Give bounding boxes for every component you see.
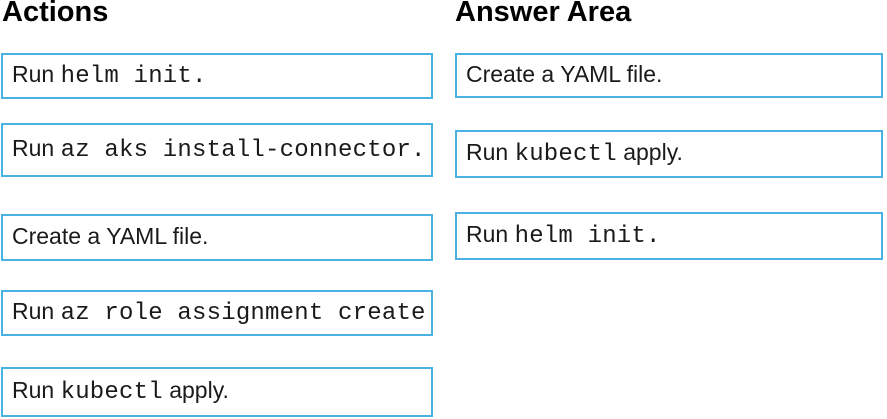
answer-card-run-kubectl-apply[interactable]: Run kubectl apply. xyxy=(455,130,883,178)
action-card-run-helm-init[interactable]: Run helm init. xyxy=(1,53,433,99)
card-code: az role assignment create xyxy=(60,300,426,327)
card-text: Create a YAML file. xyxy=(12,222,209,249)
card-label: Run helm init. xyxy=(12,63,207,89)
card-text: Create a YAML file. xyxy=(466,60,663,87)
answer-card-create-yaml-file[interactable]: Create a YAML file. xyxy=(455,53,883,98)
card-text: Run xyxy=(12,377,55,403)
card-text: Run xyxy=(466,221,509,247)
answer-area-heading: Answer Area xyxy=(455,0,632,28)
action-card-run-kubectl-apply[interactable]: Run kubectl apply. xyxy=(1,367,433,417)
card-code: helm init. xyxy=(514,223,661,250)
actions-heading: Actions xyxy=(2,0,109,28)
card-label: Run az aks install-connector. xyxy=(12,137,426,163)
answer-card-run-helm-init[interactable]: Run helm init. xyxy=(455,212,883,260)
card-text: Run xyxy=(466,139,509,165)
card-label: Create a YAML file. xyxy=(12,222,209,251)
card-label: Run kubectl apply. xyxy=(12,379,229,405)
card-text-suffix: apply. xyxy=(623,139,683,165)
action-card-run-az-aks-install-connector[interactable]: Run az aks install-connector. xyxy=(1,123,433,177)
card-label: Run az role assignment create xyxy=(12,300,426,326)
card-code: kubectl xyxy=(514,141,617,168)
card-code: az aks install-connector. xyxy=(60,137,426,164)
card-text: Run xyxy=(12,135,55,161)
card-text: Run xyxy=(12,61,55,87)
card-code: kubectl xyxy=(60,379,163,406)
card-label: Run kubectl apply. xyxy=(466,141,683,167)
card-code: helm init. xyxy=(60,63,207,90)
card-text-suffix: apply. xyxy=(169,377,229,403)
card-label: Create a YAML file. xyxy=(466,60,663,89)
card-text: Run xyxy=(12,298,55,324)
action-card-create-yaml-file[interactable]: Create a YAML file. xyxy=(1,214,433,261)
card-label: Run helm init. xyxy=(466,223,661,249)
action-card-run-az-role-assignment-create[interactable]: Run az role assignment create xyxy=(1,290,433,336)
